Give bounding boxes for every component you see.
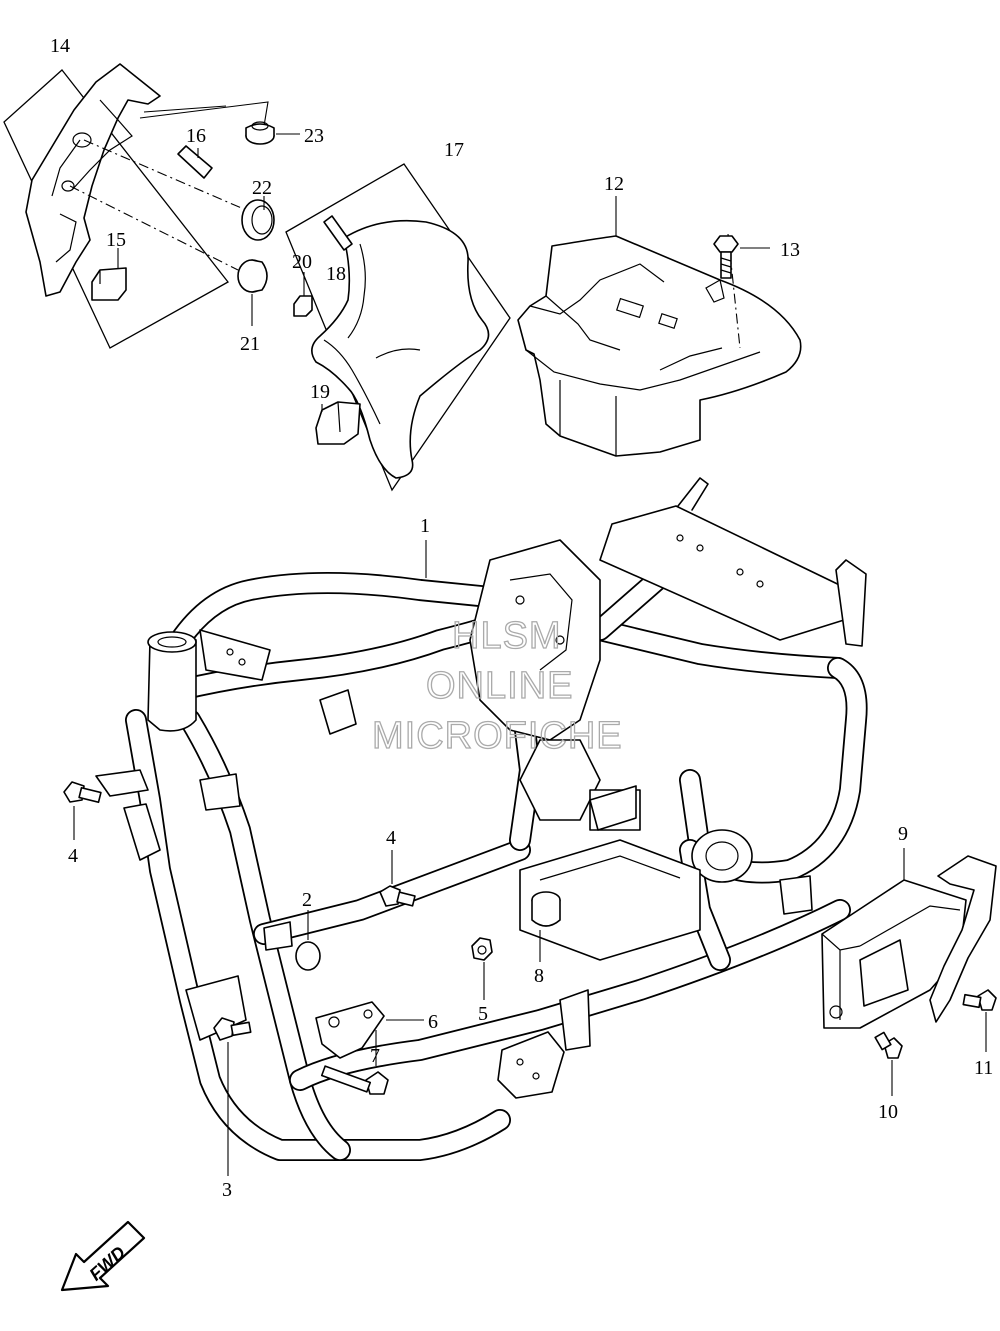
pad-20[interactable] xyxy=(293,295,313,317)
nut-5[interactable] xyxy=(471,937,493,1000)
bolt-3[interactable] xyxy=(213,1017,252,1176)
watermark-line-3: MICROFICHE xyxy=(372,715,623,757)
bracket-6[interactable] xyxy=(315,1001,424,1059)
callout-5[interactable]: 5 xyxy=(478,1003,488,1025)
callout-3[interactable]: 3 xyxy=(222,1179,232,1201)
callout-labels: 1 2 3 4 4 5 6 7 8 9 10 11 12 13 14 15 16… xyxy=(50,35,993,1201)
grommet-23[interactable] xyxy=(245,121,300,145)
bolt-13[interactable] xyxy=(713,235,770,279)
watermark-line-2: ONLINE xyxy=(426,665,573,707)
callout-14[interactable]: 14 xyxy=(50,35,70,57)
battery-box-12[interactable] xyxy=(517,196,802,457)
callout-10[interactable]: 10 xyxy=(878,1101,898,1123)
callout-22[interactable]: 22 xyxy=(252,177,272,199)
callout-1[interactable]: 1 xyxy=(420,515,430,537)
frame-cover-part[interactable] xyxy=(25,63,161,297)
callout-8[interactable]: 8 xyxy=(534,965,544,987)
callout-17[interactable]: 17 xyxy=(444,139,464,161)
callout-7[interactable]: 7 xyxy=(370,1045,380,1067)
cushion-15[interactable] xyxy=(91,267,127,301)
callout-13[interactable]: 13 xyxy=(780,239,800,261)
callout-11[interactable]: 11 xyxy=(974,1057,993,1079)
bolt-7[interactable] xyxy=(320,1030,389,1095)
watermark: HLSM ONLINE MICROFICHE xyxy=(371,614,623,757)
label-sticker-16[interactable] xyxy=(177,145,213,179)
callout-9[interactable]: 9 xyxy=(898,823,908,845)
callout-2[interactable]: 2 xyxy=(302,889,312,911)
cushion-19[interactable] xyxy=(315,401,361,445)
bolt-11[interactable] xyxy=(962,989,997,1052)
callout-6[interactable]: 6 xyxy=(428,1011,438,1033)
watermark-line-1: HLSM xyxy=(452,615,562,657)
callout-20[interactable]: 20 xyxy=(292,251,312,273)
callout-19[interactable]: 19 xyxy=(310,381,330,403)
bolt-4-left[interactable] xyxy=(63,781,102,840)
collar-21[interactable] xyxy=(237,259,268,326)
forward-direction-badge: FWD xyxy=(60,1220,146,1292)
bolt-4-center[interactable] xyxy=(379,850,416,907)
callout-15[interactable]: 15 xyxy=(106,229,126,251)
callout-12[interactable]: 12 xyxy=(604,173,624,195)
bolt-10[interactable] xyxy=(874,1031,903,1096)
callout-18[interactable]: 18 xyxy=(326,263,346,285)
cover-group-17 xyxy=(285,163,511,492)
main-frame-1[interactable] xyxy=(95,477,868,1161)
frame-cover-group xyxy=(3,63,269,349)
grommet-22[interactable] xyxy=(241,196,275,241)
bracket-9[interactable] xyxy=(821,848,997,1029)
callout-16[interactable]: 16 xyxy=(186,125,206,147)
callout-4-left[interactable]: 4 xyxy=(68,845,78,867)
callout-4-center[interactable]: 4 xyxy=(386,827,396,849)
callout-23[interactable]: 23 xyxy=(304,125,324,147)
callout-21[interactable]: 21 xyxy=(240,333,260,355)
plug-2[interactable] xyxy=(295,910,321,971)
label-strip-18[interactable] xyxy=(323,215,353,251)
